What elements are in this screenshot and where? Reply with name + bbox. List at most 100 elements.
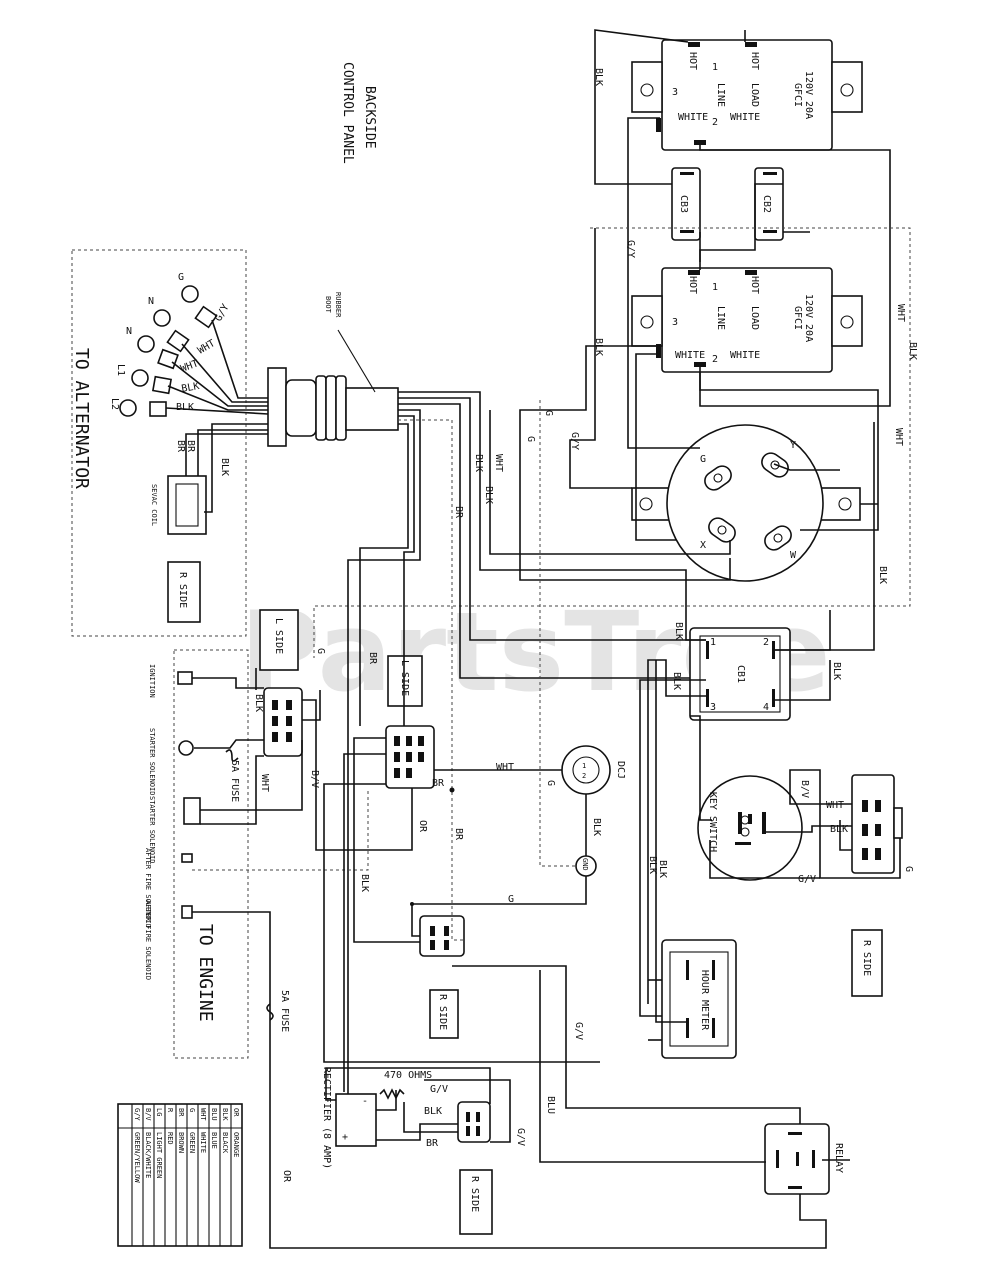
gfci-bottom-n2: 2	[712, 354, 718, 365]
tag-r-side-3-label: R SIDE	[861, 940, 872, 976]
receptacle-pin-y: Y	[790, 440, 796, 451]
gfci-top-type: GFCI	[792, 83, 803, 107]
legend-code-5: G	[188, 1108, 196, 1112]
gfci-bottom-type: GFCI	[792, 306, 803, 330]
cb1-label: CB1	[735, 665, 746, 683]
backside-label: BACKSIDE	[362, 86, 377, 149]
wire-label-blk-5: BLK	[483, 486, 494, 504]
rubber-boot-label-1: RUBBER	[334, 292, 342, 318]
gfci-top-white1: WHITE	[678, 112, 708, 123]
lead-g: G	[178, 272, 184, 283]
gfci-top-n1: 1	[712, 62, 718, 73]
twistlock-receptacle: G Y X W	[631, 424, 861, 582]
legend-code-7: R	[166, 1108, 174, 1113]
legend-desc-7: RED	[166, 1132, 174, 1145]
dcj-jack: 1 2 DCJ	[561, 745, 626, 795]
wire-label-gv-3: G/V	[515, 1128, 526, 1146]
lead-l1: L1	[115, 364, 126, 376]
wire-blk-alt1: BLK	[181, 381, 201, 395]
legend-code-2: BLK	[221, 1108, 229, 1121]
gfci-bottom-line: LINE	[715, 306, 726, 330]
gfci-bottom-load: LOAD	[749, 306, 760, 330]
to-alternator-label: TO ALTERNATOR	[71, 348, 92, 489]
wire-label-g-6: G	[903, 866, 914, 872]
wire-label-or-1: OR	[417, 820, 428, 833]
gfci-top-n2: 2	[712, 117, 718, 128]
sevac-coil-label: SEVAC COIL	[150, 484, 158, 526]
resistor-label: 470 OHMS	[384, 1070, 432, 1081]
gfci-bottom-n1: 1	[712, 282, 718, 293]
wire-label-bv-1: B/V	[309, 770, 320, 788]
gfci-bottom-hot1: HOT	[687, 276, 698, 294]
hour-meter: HOUR METER	[661, 939, 737, 1059]
engine-item-afterfire2: AFTER FIRE SOLENOID	[144, 900, 152, 980]
alternator-section: TO ALTERNATOR G N N L1 L2 G/Y WHT WHT BL…	[71, 249, 247, 637]
legend-desc-5: GREEN	[188, 1132, 196, 1153]
dcj-pin1: 1	[582, 762, 586, 770]
tag-l-side-2: L SIDE	[387, 655, 423, 707]
tag-r-side-1: R SIDE	[167, 561, 201, 623]
breaker-cb2: CB2	[754, 167, 784, 241]
wire-label-blk-6: BLK	[473, 454, 484, 472]
gfci-top-white2: WHITE	[730, 112, 760, 123]
tag-r-side-2: R SIDE	[429, 989, 459, 1039]
rectifier-label: RECTIFIER (8 AMP)	[321, 1067, 332, 1169]
legend-desc-9: BLACK/WHITE	[144, 1132, 152, 1178]
tag-r-side-2-label: R SIDE	[437, 994, 448, 1030]
wire-label-blk-3: BLK	[907, 342, 918, 360]
wire-label-wht-2: WHT	[893, 428, 904, 446]
dcj-label: DCJ	[615, 761, 626, 779]
gnd-label: GND	[581, 858, 589, 871]
wire-gy-alt: G/Y	[213, 302, 232, 323]
gfci-top-line: LINE	[715, 83, 726, 107]
lead-n1: N	[148, 296, 154, 307]
gfci-bottom: 120V 20A GFCI LINE LOAD HOT HOT WHITE WH…	[631, 267, 863, 373]
wire-label-blk-15: BLK	[830, 824, 848, 835]
legend-desc-8: LIGHT GREEN	[155, 1132, 163, 1178]
ground-point: GND	[575, 855, 597, 877]
gfci-top: 120V 20A GFCI LINE LOAD HOT HOT WHITE WH…	[631, 39, 863, 151]
wire-label-wht-1: WHT	[895, 304, 906, 322]
wire-br-coil2: BR	[175, 440, 186, 453]
engine-item-starter2: STARTER SOLENOID	[148, 796, 156, 863]
wire-label-blk-10: BLK	[253, 694, 264, 712]
legend-code-4: WHT	[199, 1108, 207, 1121]
relay: RELAY	[764, 1123, 844, 1195]
gfci-top-hot1: HOT	[687, 52, 698, 70]
legend-code-8: LG	[155, 1108, 163, 1116]
lower-connector	[419, 915, 465, 957]
wire-label-wht-5: WHT	[259, 774, 270, 792]
wire-wht-alt1: WHT	[196, 338, 217, 357]
legend-code-9: B/V	[144, 1108, 152, 1121]
cb1-pin4: 4	[763, 702, 769, 713]
gfci-top-load: LOAD	[749, 83, 760, 107]
wire-label-blk-1: BLK	[593, 68, 604, 86]
receptacle-pin-x: X	[700, 540, 706, 551]
lead-n2: N	[126, 326, 132, 337]
cb1-pin3: 3	[710, 702, 716, 713]
panel-title: BACKSIDE CONTROL PANEL	[340, 62, 377, 164]
cb1-pin2: 2	[763, 637, 769, 648]
wire-label-blk-2: BLK	[593, 338, 604, 356]
gfci-top-hot2: HOT	[749, 52, 760, 70]
tag-r-side-4: R SIDE	[459, 1169, 493, 1235]
wire-label-blk-12: BLK	[359, 874, 370, 892]
gfci-top-rating: 120V 20A	[803, 71, 814, 119]
wire-label-gv-4: G/V	[430, 1084, 448, 1095]
wire-label-blk-16: BLK	[424, 1106, 442, 1117]
legend-desc-3: BLUE	[210, 1132, 218, 1149]
receptacle-pin-w: W	[790, 550, 797, 561]
gfci-bottom-hot2: HOT	[749, 276, 760, 294]
wire-label-br-5: BR	[426, 1138, 439, 1149]
gfci-bottom-n3: 3	[672, 317, 678, 328]
gfci-top-n3: 3	[672, 87, 678, 98]
wire-label-g-1: G	[543, 410, 554, 416]
wire-label-br-3: BR	[432, 778, 445, 789]
wire-label-blk-4: BLK	[877, 566, 888, 584]
wire-label-wht-3: WHT	[493, 454, 504, 472]
relay-label: RELAY	[833, 1143, 844, 1173]
wire-label-gv-1: G/V	[798, 874, 816, 885]
legend-desc-2: BLACK	[221, 1132, 229, 1154]
rubber-boot-label-2: BOOT	[324, 296, 332, 314]
tag-r-side-4-label: R SIDE	[469, 1176, 480, 1212]
